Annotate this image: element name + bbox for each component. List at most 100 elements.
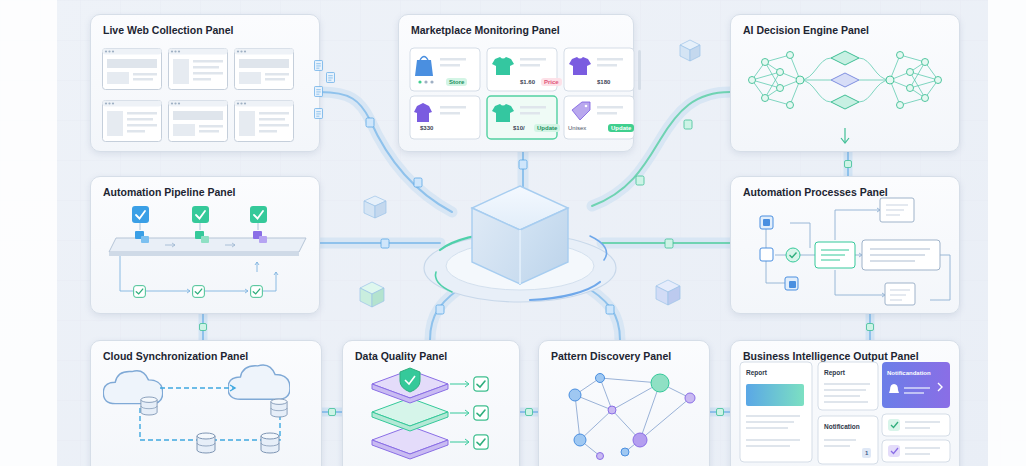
decor-path [656, 286, 668, 305]
decor-rect [440, 106, 466, 109]
decor-g [766, 208, 950, 300]
panel-title: Automation Processes Panel [743, 186, 888, 198]
decor-use [474, 435, 488, 449]
decor-use [314, 61, 322, 71]
decor-circle [787, 52, 794, 59]
decor-path [886, 205, 908, 215]
decor-use [251, 286, 263, 298]
panel-box: Automation Processes Panel [730, 176, 960, 314]
panel-box: Data Quality Panel [342, 340, 520, 466]
data-packet [867, 324, 874, 331]
decor-rect [487, 48, 557, 91]
connector-pipe [866, 314, 875, 340]
decor-path [400, 368, 420, 392]
decor-use [134, 286, 146, 298]
decor-circle [596, 374, 605, 383]
panel-box: Cloud Synchronization Panel [90, 340, 322, 466]
decor-use [103, 371, 162, 404]
decor-path [690, 45, 700, 61]
decor-path [522, 152, 524, 192]
connector-pipe [520, 408, 538, 417]
decor-rect [192, 206, 209, 223]
decor-path [450, 384, 468, 442]
connector-pipe [322, 408, 342, 417]
decor-g [410, 48, 634, 139]
decor-path [372, 426, 448, 454]
decor-rect [520, 112, 540, 115]
decor-rect [440, 58, 466, 61]
decor-path [905, 448, 940, 454]
panel-title: Live Web Collection Panel [103, 24, 234, 36]
decor-path [572, 102, 590, 120]
decor-rect [636, 176, 644, 185]
decor-rect [760, 216, 773, 229]
decor-path [575, 378, 690, 456]
decor-circle [796, 76, 804, 84]
decor-rect [366, 118, 374, 127]
decor-path [890, 55, 938, 105]
decor-path [109, 238, 306, 252]
connector [200, 314, 207, 340]
connector-pipe [710, 408, 730, 417]
decor-path [905, 422, 940, 428]
decor-rect [259, 236, 267, 243]
decor-use [474, 377, 488, 391]
decor-path [590, 236, 607, 260]
decor-path [136, 211, 145, 219]
decor-rect [785, 277, 798, 290]
decor-rect [606, 305, 614, 314]
decor-rect [880, 198, 914, 222]
panel-box: AI Decision Engine Panel [730, 14, 960, 152]
decor-path [405, 376, 415, 384]
decor-rect [888, 419, 900, 431]
decor-path [890, 290, 910, 300]
connector [520, 409, 538, 416]
decor-rect [201, 236, 209, 243]
panel-title: AI Decision Engine Panel [743, 24, 869, 36]
decor-rect [760, 248, 773, 261]
decor-use [197, 433, 215, 453]
decor-g [575, 378, 690, 456]
decor-rect [815, 242, 855, 268]
decor-circle [907, 85, 914, 92]
decor-path [360, 288, 372, 307]
decor-path [254, 211, 263, 219]
decor-path [746, 416, 800, 446]
decor-rect [520, 58, 546, 61]
decor-path [375, 201, 386, 218]
decor-use [569, 57, 591, 75]
decor-rect [597, 58, 623, 61]
decor-path [859, 58, 890, 102]
decor-circle [897, 102, 904, 109]
decor-path [519, 230, 520, 284]
decor-path [602, 238, 730, 249]
connector [710, 409, 730, 416]
decor-path [824, 384, 870, 402]
decor-use [169, 49, 228, 90]
decor-path [140, 388, 280, 440]
panel-box: Automation Pipeline Panel [90, 176, 320, 314]
decor-circle [685, 393, 695, 403]
decor-circle [897, 52, 904, 59]
decor-path [904, 388, 930, 393]
decor-rect [410, 48, 480, 91]
decor-path [140, 223, 258, 230]
panel-title: Data Quality Panel [355, 350, 447, 362]
decor-circle [762, 95, 769, 102]
decor-path [831, 95, 859, 109]
decor-path [831, 51, 859, 65]
decor-path [891, 448, 898, 454]
decor-rect [487, 96, 557, 139]
decor-circle [585, 105, 588, 108]
decor-use [314, 87, 322, 97]
decor-path [109, 252, 299, 256]
decor-rect [862, 240, 940, 270]
decor-use [169, 101, 228, 142]
connector-pipe [844, 152, 853, 176]
decor-rect [638, 50, 641, 90]
decor-path [891, 422, 898, 428]
decor-path [465, 381, 469, 445]
decor-circle [935, 77, 942, 84]
decor-g [136, 211, 263, 219]
